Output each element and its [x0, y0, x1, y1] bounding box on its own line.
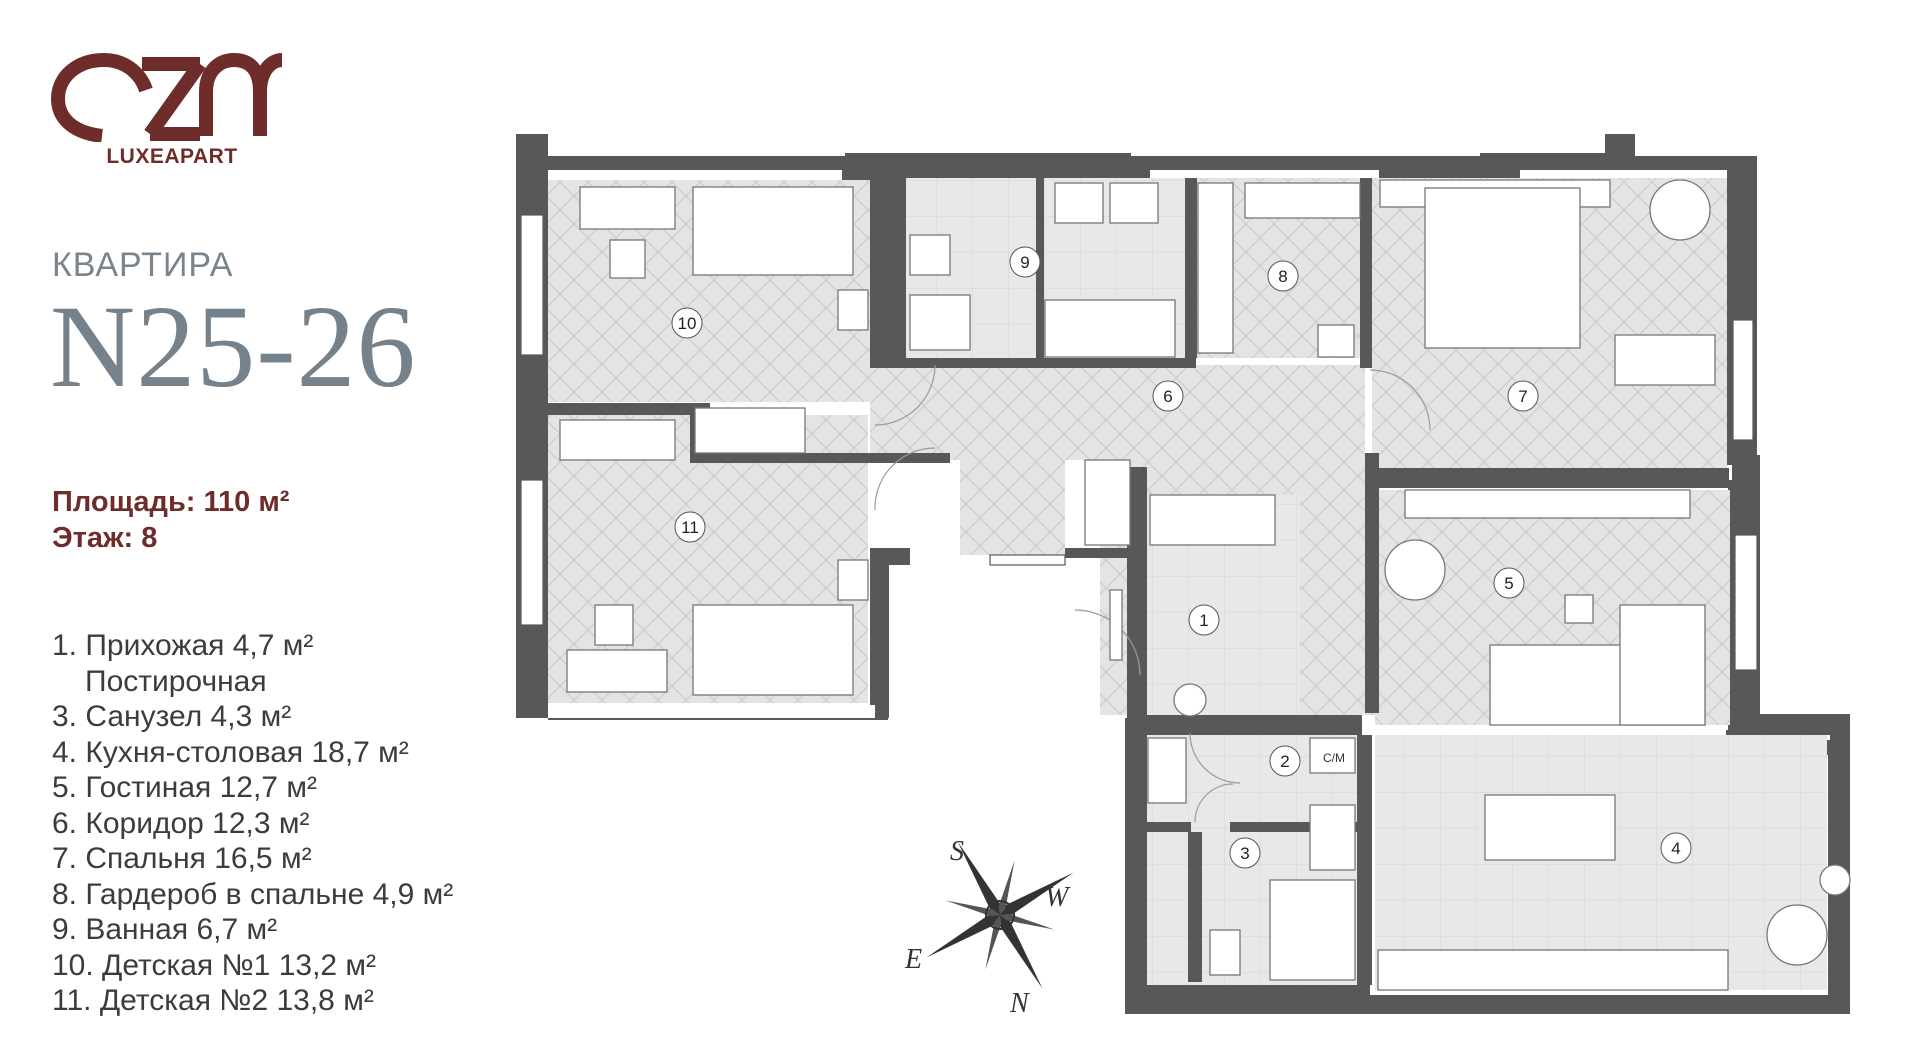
svg-text:5: 5 [1504, 574, 1513, 593]
room-label-3: 3 [1229, 837, 1261, 869]
compass-star [926, 841, 1074, 989]
floor-text: Этаж: 8 [52, 522, 158, 554]
room-item: 9. Ванная 6,7 м² [52, 913, 278, 946]
svg-text:1: 1 [1199, 611, 1208, 630]
page-subtitle: КВАРТИРА [52, 246, 234, 284]
apartment-meta: Площадь: 110 м² Этаж: 8 [52, 486, 289, 558]
svg-text:4: 4 [1671, 839, 1680, 858]
furniture [559, 179, 1851, 991]
windows [520, 214, 1758, 671]
room-labels: 10 9 8 7 6 11 5 1 2 3 4 С/М [671, 246, 1692, 869]
room-item: 10. Детская №1 13,2 м² [52, 948, 377, 982]
compass-w: W [1045, 882, 1071, 913]
compass-s: S [950, 836, 964, 867]
room-label-11: 11 [674, 511, 706, 543]
svg-text:6: 6 [1163, 387, 1172, 406]
brand-logo: LUXEAPART [50, 52, 290, 177]
svg-text:11: 11 [681, 518, 699, 537]
area-text: Площадь: 110 м² [52, 486, 290, 518]
room-item: 5. Гостиная 12,7 м² [52, 771, 317, 804]
room-label-1: 1 [1188, 604, 1220, 636]
washer-label: С/М [1323, 751, 1345, 765]
room-item: 3. Санузел 4,3 м² [52, 700, 292, 733]
svg-text:2: 2 [1280, 752, 1289, 771]
svg-text:3: 3 [1240, 844, 1249, 863]
room-item: 4. Кухня-столовая 18,7 м² [52, 735, 409, 769]
interior-walls [548, 178, 1729, 985]
room-item: 11. Детская №2 13,8 м² [52, 984, 374, 1017]
room-label-7: 7 [1507, 380, 1539, 412]
brand-name: LUXEAPART [106, 145, 238, 168]
room-item: 8. Гардероб в спальне 4,9 м² [52, 877, 454, 911]
svg-text:9: 9 [1020, 253, 1029, 272]
room-item: 6. Коридор 12,3 м² [52, 806, 310, 840]
room-label-9: 9 [1009, 246, 1041, 278]
room-label-8: 8 [1267, 260, 1299, 292]
compass-n: N [1009, 988, 1030, 1019]
room-label-6: 6 [1152, 380, 1184, 412]
room-item: Постирочная [85, 664, 267, 698]
logo-mark [50, 52, 283, 142]
svg-text:8: 8 [1278, 267, 1287, 286]
room-label-4: 4 [1660, 832, 1692, 864]
compass-e: E [904, 944, 922, 975]
room-item: 7. Спальня 16,5 м² [52, 842, 312, 875]
room-list: 1. Прихожая 4,7 м² Постирочная 3. Санузе… [52, 628, 453, 1019]
room-item: 1. Прихожая 4,7 м² [52, 629, 314, 662]
room-label-5: 5 [1493, 567, 1525, 599]
svg-text:7: 7 [1518, 387, 1527, 406]
apartment-number: N25-26 [50, 281, 417, 412]
svg-text:10: 10 [678, 314, 697, 333]
compass: S W E N [904, 836, 1074, 1019]
room-label-10: 10 [671, 307, 703, 339]
room-label-2: 2 [1269, 745, 1301, 777]
